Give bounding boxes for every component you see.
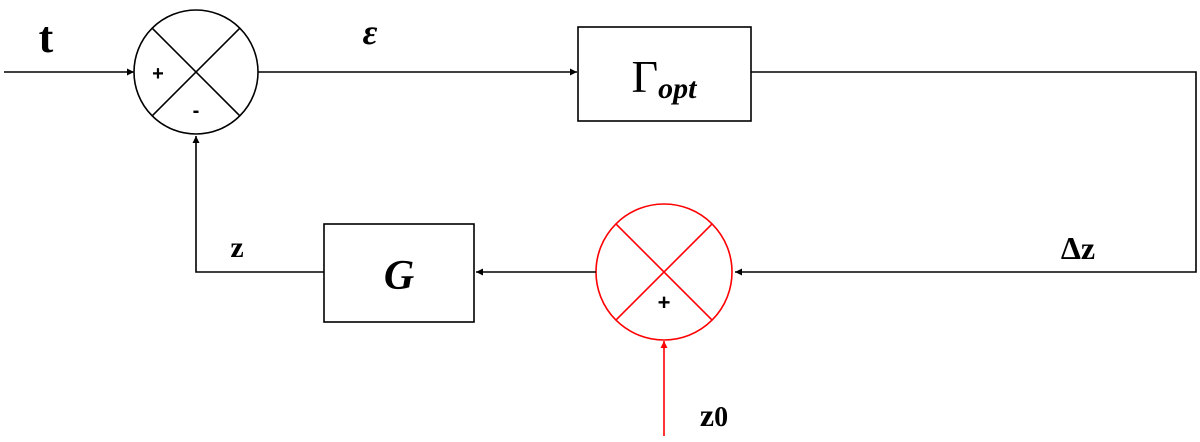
g-block: G [323,223,475,323]
error-epsilon-label: ε [363,12,378,52]
z0-label-main: z [700,397,714,433]
feedback-z-path [192,136,324,273]
delta-z-path [735,71,1197,276]
top-junction-minus-sign: - [193,100,200,122]
output-z-label: z [230,231,243,264]
top-summing-junction: + - [133,9,259,135]
gamma-opt-block: Γopt [577,26,752,122]
bottom-summing-junction: + [595,203,733,341]
z0-label: z0 [700,397,728,433]
delta-z-label: Δz [1061,230,1095,266]
top-junction-plus-sign: + [152,63,164,85]
bottom-junction-plus-sign: + [658,290,671,315]
z0-label-sub: 0 [714,402,728,433]
g-symbol: G [384,253,414,299]
gamma-symbol: Γ [632,51,659,102]
gamma-subscript: opt [658,72,698,105]
svg-text:Γopt: Γopt [632,51,699,105]
input-t-label: t [39,13,54,62]
